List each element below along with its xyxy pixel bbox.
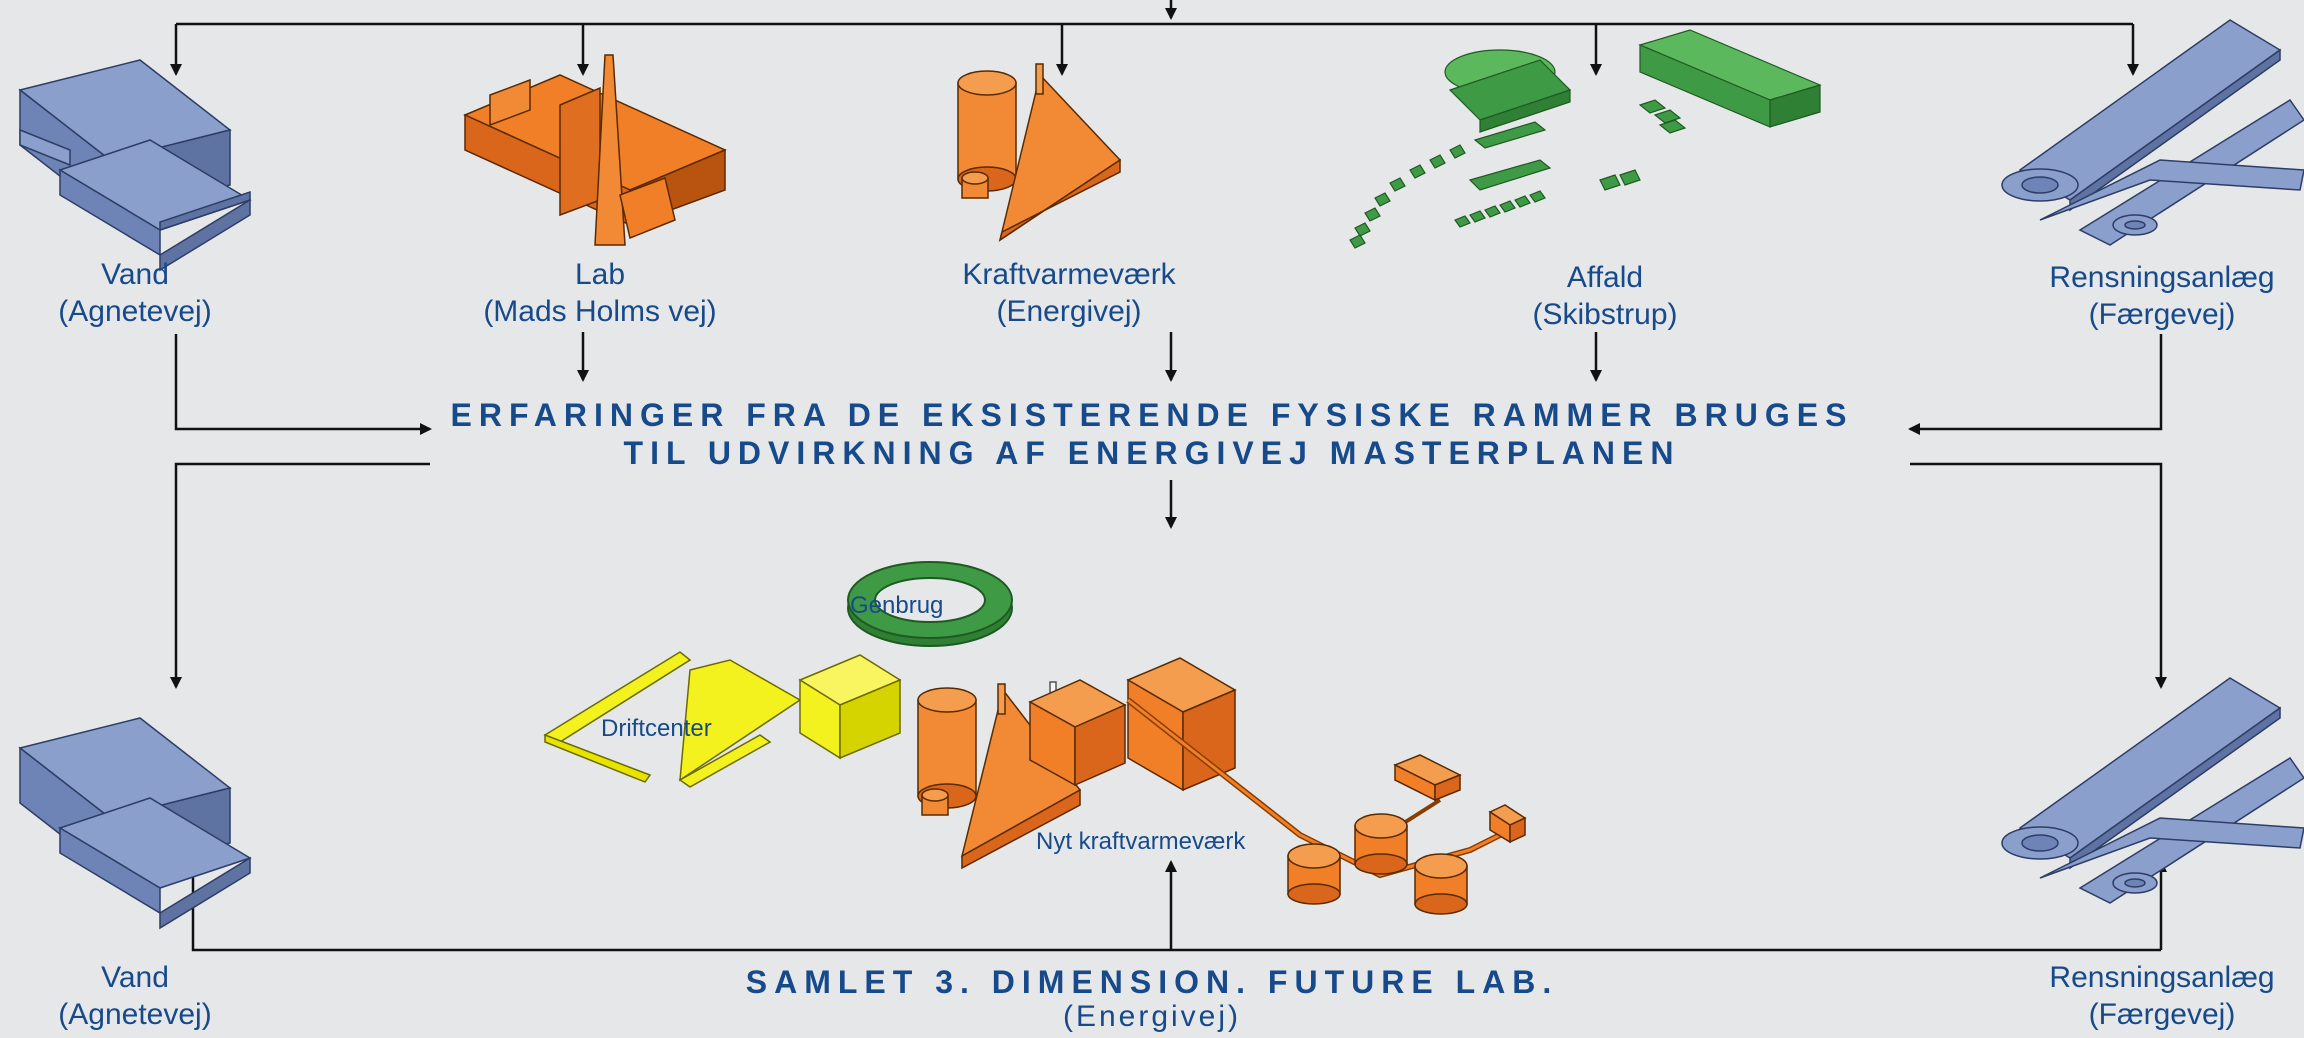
label-name: Lab	[574, 258, 626, 291]
label-kraftvarmevaerk: Kraftvarmeværk (Energivej)	[962, 256, 1175, 330]
label-street: (Energivej)	[996, 295, 1142, 328]
kraftvarmevaerk-building	[957, 63, 1122, 242]
rensningsanlaeg-building-bottom	[2001, 677, 2304, 904]
label-genbrug: Genbrug	[850, 592, 944, 619]
label-street: (Skibstrup)	[1532, 298, 1678, 331]
vand-building-top	[18, 59, 252, 272]
label-vand-top: Vand (Agnetevej)	[58, 256, 211, 330]
label-street: (Agnetevej)	[58, 295, 212, 328]
label-street: (Færgevej)	[2088, 998, 2236, 1031]
driftcenter-building	[543, 651, 902, 788]
middle-headline: ERFARINGER FRA DE EKSISTERENDE FYSISKE R…	[451, 396, 1854, 472]
label-street: (Mads Holms vej)	[483, 295, 717, 328]
middle-headline-line2: TIL UDVIRKNING AF ENERGIVEJ MASTERPLANEN	[623, 435, 1681, 471]
label-rensningsanlaeg-top: Rensningsanlæg (Færgevej)	[2049, 259, 2274, 333]
label-affald: Affald (Skibstrup)	[1532, 259, 1677, 333]
label-name: Rensningsanlæg	[2049, 961, 2275, 994]
rensningsanlaeg-building-top	[2001, 19, 2304, 246]
label-nyt-kraftvarmevaerk: Nyt kraftvarmeværk	[1036, 828, 1246, 855]
label-street: (Færgevej)	[2088, 298, 2236, 331]
label-name: Kraftvarmeværk	[962, 258, 1176, 291]
genbrug-ring	[847, 561, 1013, 647]
nyt-kraftvarmevaerk-buildings	[917, 657, 1527, 915]
future-lab-title: SAMLET 3. DIMENSION. FUTURE LAB.	[745, 964, 1559, 1000]
middle-headline-line1: ERFARINGER FRA DE EKSISTERENDE FYSISKE R…	[450, 397, 1854, 433]
top-connectors	[170, 0, 2139, 76]
middle-connectors	[170, 332, 2167, 689]
label-name: Vand	[101, 961, 169, 994]
label-name: Affald	[1566, 261, 1644, 294]
label-name: Rensningsanlæg	[2049, 261, 2275, 294]
label-driftcenter: Driftcenter	[601, 715, 712, 742]
lab-building	[463, 54, 727, 246]
future-lab-street: (Energivej)	[1062, 1000, 1242, 1033]
vand-building-bottom	[18, 717, 252, 930]
label-lab: Lab (Mads Holms vej)	[483, 256, 716, 330]
affald-site	[1349, 29, 1822, 249]
bottom-connectors	[187, 860, 2167, 952]
label-rensningsanlaeg-bottom: Rensningsanlæg (Færgevej)	[2049, 959, 2274, 1033]
label-vand-bottom: Vand (Agnetevej)	[58, 959, 211, 1033]
label-street: (Agnetevej)	[58, 998, 212, 1031]
label-name: Vand	[101, 258, 169, 291]
